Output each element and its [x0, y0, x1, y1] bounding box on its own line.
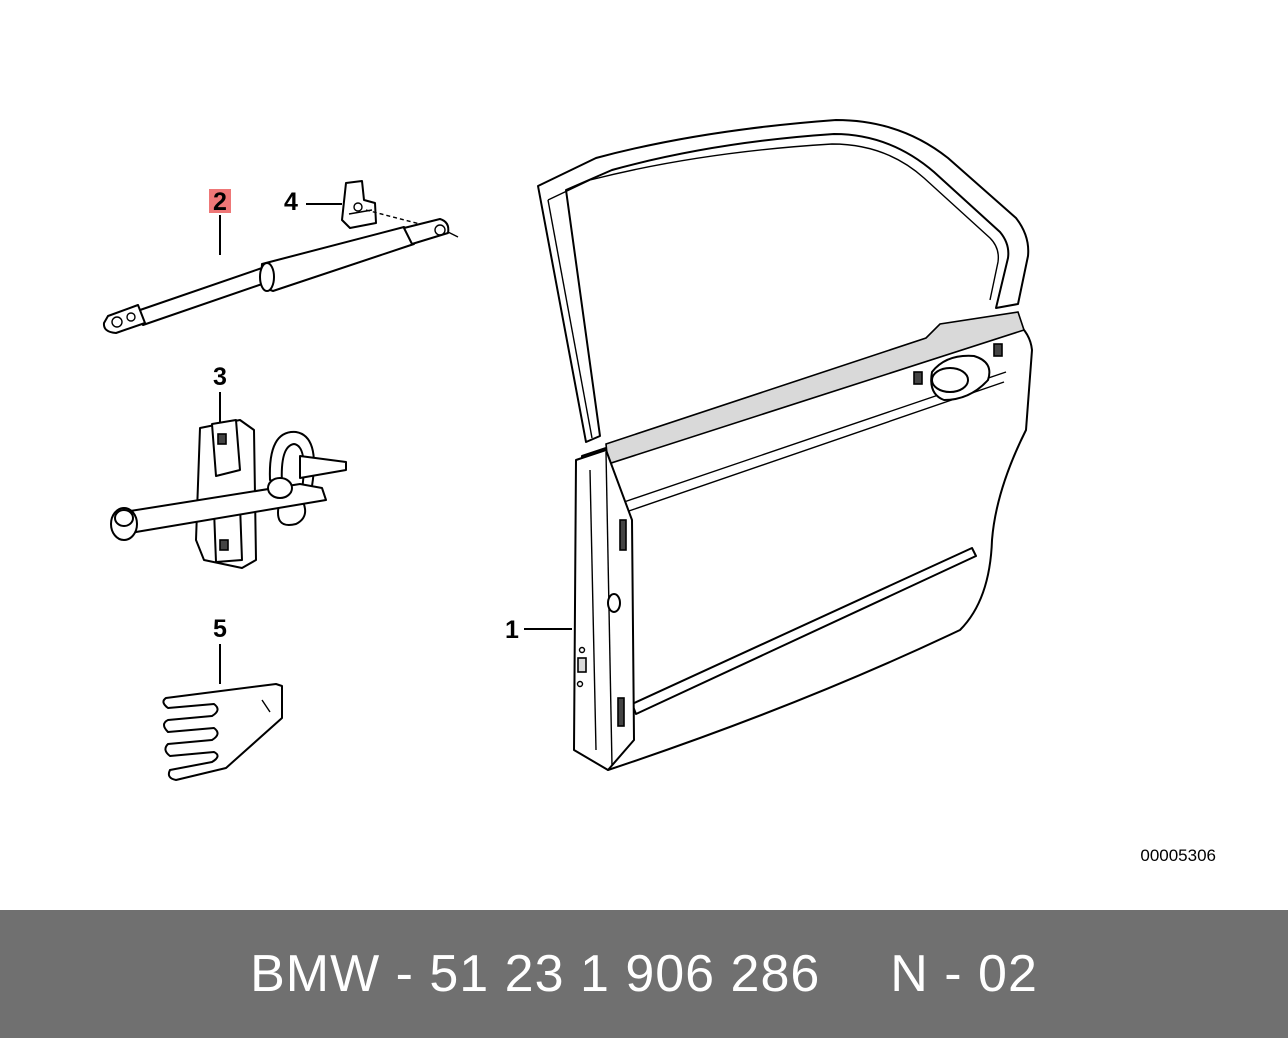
callout-2-label[interactable]: 2	[213, 188, 227, 216]
position-code: N - 02	[890, 945, 1038, 1003]
part-number: BMW - 51 23 1 906 286	[250, 945, 821, 1003]
part-1-door-shell: 1	[505, 119, 1033, 771]
part-4-clip: 4	[284, 180, 421, 229]
callout-2-highlight	[209, 189, 231, 213]
callout-5-label[interactable]: 5	[213, 615, 227, 643]
callout-3-label[interactable]: 3	[213, 363, 227, 391]
callout-4-label[interactable]: 4	[284, 188, 298, 216]
part-3-door-check: 3	[110, 363, 347, 569]
part-5-shim: 5	[162, 615, 283, 781]
image-reference-code: 00005306	[1140, 846, 1216, 865]
parts-diagram: 2 4 3	[102, 119, 1033, 781]
part-info-bar: BMW - 51 23 1 906 286 N - 02	[0, 910, 1288, 1038]
part-2-gas-strut: 2	[102, 188, 459, 334]
callout-1-label[interactable]: 1	[505, 616, 519, 644]
